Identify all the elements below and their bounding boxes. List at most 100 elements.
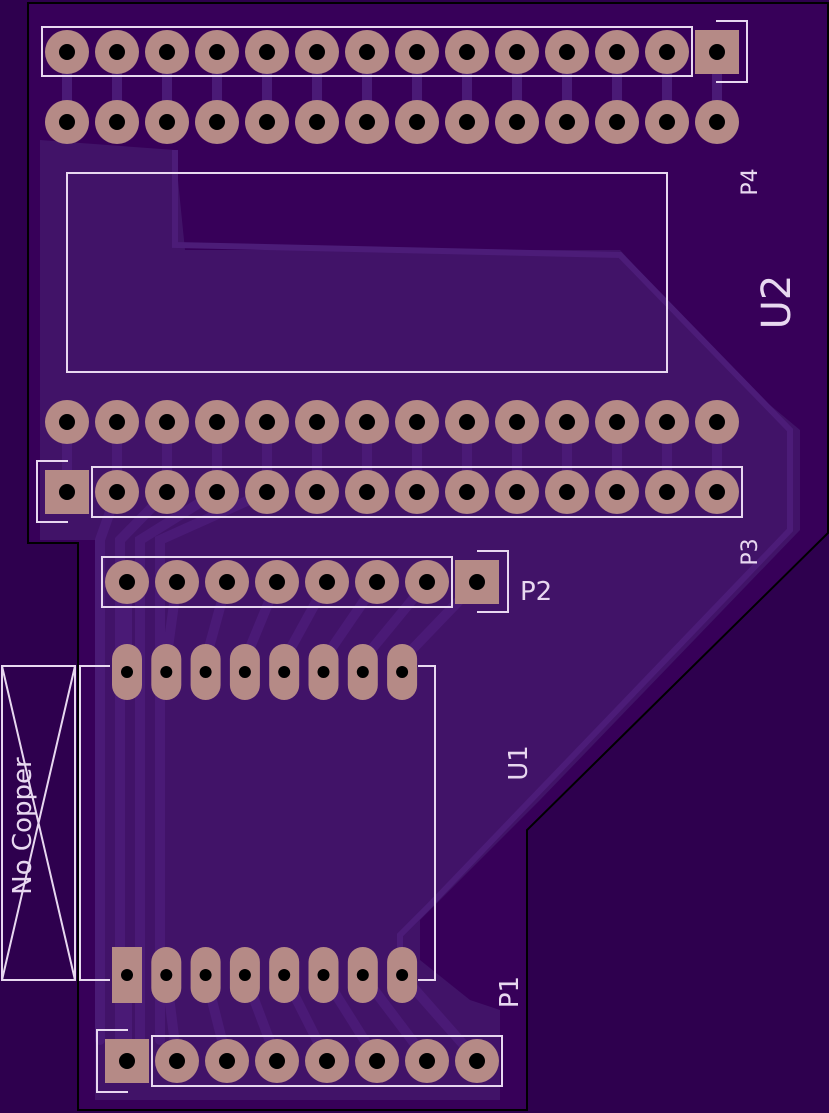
pour-edge [172, 150, 793, 980]
trace [135, 487, 222, 1045]
silkscreen [1, 20, 748, 1093]
u1-pin-bottom [112, 947, 142, 1003]
u1-pin-top [151, 644, 182, 700]
u2-pin-top [445, 100, 489, 144]
u1-pin-bottom [347, 947, 378, 1003]
p3-pad [695, 470, 739, 514]
u1-pin-top [269, 644, 300, 700]
p2-pad [105, 560, 149, 604]
p1-pad [305, 1039, 349, 1083]
p2-pad [155, 560, 199, 604]
u2-pin-bottom [245, 400, 289, 444]
u2-pin-bottom [695, 400, 739, 444]
u1-pin-bottom [151, 947, 182, 1003]
u1-pin-bottom [387, 947, 418, 1003]
p3-pad [95, 470, 139, 514]
p3-pad [295, 470, 339, 514]
p4-pad [95, 30, 139, 74]
u2-pin-bottom [95, 400, 139, 444]
u2-pin-bottom [145, 400, 189, 444]
p3-corner [36, 460, 68, 523]
p2-corner [477, 550, 509, 613]
u2-pin-bottom [595, 400, 639, 444]
p1-pad-square [105, 1039, 149, 1083]
u2-pin-top [95, 100, 139, 144]
u2-pin-top [545, 100, 589, 144]
u2-pin-bottom [395, 400, 439, 444]
p1-pad [455, 1039, 499, 1083]
p4-pad [195, 30, 239, 74]
u2-pin-top [295, 100, 339, 144]
keepout-box [1, 665, 76, 981]
u2-pin-bottom [545, 400, 589, 444]
u2-pin-top [395, 100, 439, 144]
p3-pad [645, 470, 689, 514]
u1-pin-top [112, 644, 142, 700]
label-keepout: No Copper [8, 757, 38, 895]
u1-pin-top [347, 644, 378, 700]
label-p4: P4 [738, 168, 763, 195]
p4-pad [545, 30, 589, 74]
u2-pin-bottom [295, 400, 339, 444]
p3-pad-square [45, 470, 89, 514]
u2-pin-top [695, 100, 739, 144]
p1-corner [96, 1029, 128, 1093]
label-p1: P1 [495, 976, 525, 1008]
p2-pad [355, 560, 399, 604]
p2-pad [405, 560, 449, 604]
p4-pad [245, 30, 289, 74]
u2-pin-top [495, 100, 539, 144]
pads [45, 30, 739, 1083]
silk-labels: P4 U2 P3 P2 U1 P1 No Copper [8, 168, 800, 1008]
u2-pin-top [195, 100, 239, 144]
label-u1: U1 [504, 745, 534, 781]
p4-pad [495, 30, 539, 74]
p4-pad [445, 30, 489, 74]
p2-outline [101, 556, 453, 608]
u1-outline [79, 665, 436, 981]
p4-pad [145, 30, 189, 74]
p2-pad-square [455, 560, 499, 604]
u2-pin-bottom [195, 400, 239, 444]
p3-pad [345, 470, 389, 514]
p1-pad [355, 1039, 399, 1083]
u2-pin-bottom [345, 400, 389, 444]
p1-pad [405, 1039, 449, 1083]
u2-pin-bottom [495, 400, 539, 444]
u1-pin-bottom [229, 947, 260, 1003]
label-p2: P2 [520, 577, 552, 607]
p1-pad [205, 1039, 249, 1083]
p3-pad [395, 470, 439, 514]
u2-pin-bottom [645, 400, 689, 444]
u1-pin-bottom [269, 947, 300, 1003]
p3-pad [445, 470, 489, 514]
p4-pad [595, 30, 639, 74]
p3-pad [595, 470, 639, 514]
copper-pour [40, 140, 800, 1100]
p2-pad [305, 560, 349, 604]
p3-outline [91, 466, 743, 518]
u1-pin-top [190, 644, 221, 700]
p3-pad [545, 470, 589, 514]
p1-outline [151, 1035, 503, 1087]
p2-pad [255, 560, 299, 604]
keepout-cross [1, 665, 76, 981]
p4-outline [41, 26, 693, 77]
u2-pin-top [595, 100, 639, 144]
u2-pin-top [245, 100, 289, 144]
u1-pin-bottom [308, 947, 339, 1003]
p4-corner [716, 20, 748, 83]
u2-pin-top [645, 100, 689, 144]
p4-pad [395, 30, 439, 74]
p3-pad [245, 470, 289, 514]
p3-pad [195, 470, 239, 514]
u1-pin-top [387, 644, 418, 700]
p4-pad-square [695, 30, 739, 74]
p2-pad [205, 560, 249, 604]
p1-pad [255, 1039, 299, 1083]
p4-pad [345, 30, 389, 74]
u1-pin-top [229, 644, 260, 700]
p4-pad [45, 30, 89, 74]
u2-body-outline [66, 172, 668, 373]
